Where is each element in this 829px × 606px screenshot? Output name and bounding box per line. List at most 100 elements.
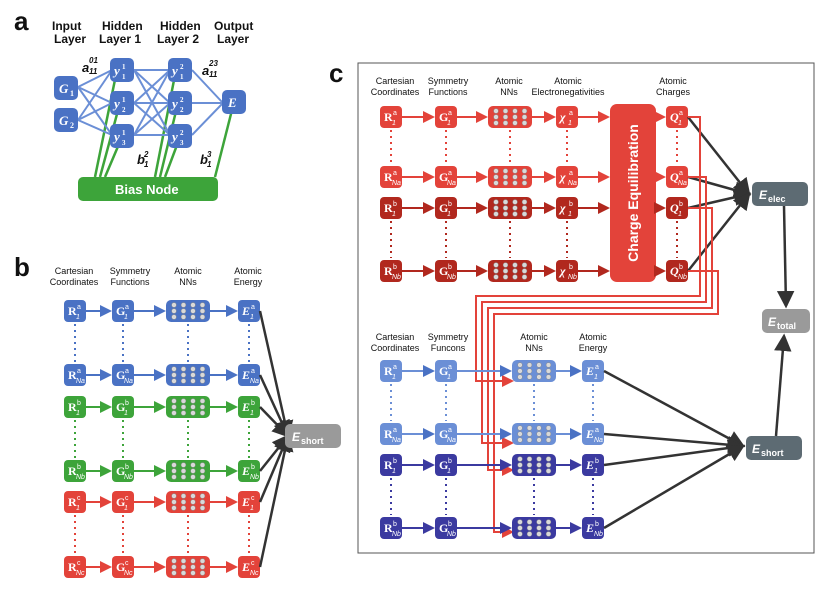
bias-node [78, 177, 218, 201]
svg-text:χ: χ [558, 201, 566, 215]
svg-text:b: b [125, 464, 129, 471]
svg-text:Nb: Nb [250, 474, 259, 481]
svg-text:y: y [112, 63, 120, 78]
svg-text:G: G [116, 495, 125, 509]
svg-text:b: b [393, 264, 397, 271]
panel-c-letter: c [329, 58, 343, 88]
charge-box [666, 106, 688, 128]
svg-text:Q: Q [670, 110, 679, 124]
svg-text:G: G [116, 400, 125, 414]
svg-text:E: E [585, 458, 594, 472]
svg-text:c: c [77, 495, 81, 502]
svg-text:Coordinates: Coordinates [50, 277, 99, 287]
svg-text:c: c [125, 495, 129, 502]
svg-text:G: G [439, 521, 448, 535]
svg-text:1: 1 [392, 120, 396, 127]
svg-text:G: G [116, 560, 125, 574]
atomic-nn-icon [512, 423, 556, 445]
e-elec-node [752, 182, 808, 206]
svg-text:1: 1 [122, 129, 126, 137]
svg-text:a: a [82, 60, 89, 75]
svg-text:R: R [68, 400, 77, 414]
svg-text:Na: Na [447, 437, 456, 444]
svg-text:1: 1 [568, 211, 572, 218]
svg-text:E: E [241, 304, 250, 318]
svg-text:a: a [448, 364, 452, 371]
svg-text:c: c [77, 560, 81, 567]
svg-text:E: E [292, 430, 301, 444]
svg-text:3: 3 [122, 139, 126, 147]
charge-box [666, 197, 688, 219]
energy-box [238, 364, 260, 386]
svg-text:E: E [241, 560, 250, 574]
atomic-nn-icon [166, 556, 210, 578]
svg-text:Nb: Nb [392, 531, 401, 538]
svg-text:Nc: Nc [124, 570, 133, 577]
svg-text:1: 1 [122, 63, 126, 71]
svg-text:Nb: Nb [594, 531, 603, 538]
svg-text:G: G [116, 304, 125, 318]
svg-text:c: c [251, 495, 255, 502]
svg-text:Nb: Nb [76, 474, 85, 481]
svg-text:E: E [241, 400, 250, 414]
svg-text:G: G [439, 201, 448, 215]
svg-text:1: 1 [594, 374, 598, 381]
cartesian-box-c [380, 166, 402, 188]
svg-text:R: R [384, 201, 393, 215]
svg-text:Na: Na [392, 180, 401, 187]
svg-text:b: b [251, 464, 255, 471]
cartesian-box [64, 396, 86, 418]
svg-text:R: R [384, 427, 393, 441]
svg-text:a: a [569, 170, 573, 177]
svg-text:Charges: Charges [656, 87, 691, 97]
svg-text:a: a [595, 427, 599, 434]
svg-text:G: G [116, 464, 125, 478]
svg-text:a: a [448, 427, 452, 434]
output-node-e [222, 90, 246, 114]
hidden2-node-2 [168, 91, 192, 115]
svg-text:Cartesian: Cartesian [376, 332, 415, 342]
svg-text:a: a [251, 304, 255, 311]
svg-text:a: a [77, 304, 81, 311]
svg-text:Atomic: Atomic [174, 266, 202, 276]
svg-text:χ: χ [558, 264, 566, 278]
svg-text:Symmetry: Symmetry [428, 76, 469, 86]
svg-text:b: b [137, 152, 145, 167]
svg-text:Na: Na [568, 180, 577, 187]
svg-text:b: b [393, 201, 397, 208]
energy-box-c [582, 454, 604, 476]
svg-text:Atomic: Atomic [554, 76, 582, 86]
svg-text:Q: Q [670, 264, 679, 278]
svg-text:a: a [679, 170, 683, 177]
svg-text:1: 1 [76, 410, 80, 417]
energy-box-c [582, 517, 604, 539]
symmetry-box [112, 556, 134, 578]
cartesian-box [64, 300, 86, 322]
cartesian-box [64, 491, 86, 513]
svg-text:c: c [251, 560, 255, 567]
svg-text:1: 1 [447, 468, 451, 475]
svg-text:E: E [752, 442, 761, 456]
svg-text:b: b [448, 458, 452, 465]
svg-text:1: 1 [124, 410, 128, 417]
svg-text:3: 3 [180, 139, 184, 147]
svg-text:a: a [569, 110, 573, 117]
svg-text:2: 2 [180, 106, 184, 114]
svg-text:a: a [393, 110, 397, 117]
svg-text:G: G [116, 368, 125, 382]
svg-text:b: b [569, 264, 573, 271]
svg-text:1: 1 [678, 211, 682, 218]
svg-text:2: 2 [143, 150, 149, 159]
svg-text:Input: Input [52, 19, 81, 33]
energy-box [238, 396, 260, 418]
svg-text:Energy: Energy [579, 343, 608, 353]
svg-text:Nb: Nb [678, 274, 687, 281]
svg-text:2: 2 [70, 121, 74, 130]
svg-text:Nb: Nb [392, 274, 401, 281]
svg-text:a: a [393, 170, 397, 177]
svg-text:Hidden: Hidden [160, 19, 201, 33]
electronegativity-box [556, 106, 578, 128]
svg-text:a: a [448, 170, 452, 177]
